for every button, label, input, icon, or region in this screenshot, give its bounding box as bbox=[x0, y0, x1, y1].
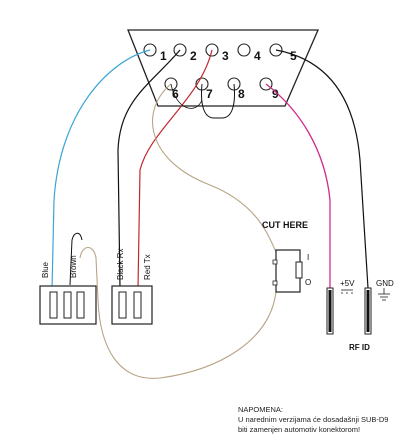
dc-symbol bbox=[341, 289, 353, 294]
pin-6-label: 6 bbox=[172, 87, 179, 101]
pin-4-label: 4 bbox=[254, 49, 261, 63]
left-connector-block bbox=[39, 285, 97, 325]
red-tx-label: Red Tx bbox=[143, 254, 152, 280]
switch bbox=[272, 249, 303, 293]
red-tx-wire bbox=[137, 49, 213, 289]
plus5v-wire bbox=[265, 83, 331, 288]
plus5v-pin bbox=[326, 287, 334, 335]
note-line-1: U narednim verzijama će dosadašnji SUB-D… bbox=[238, 415, 388, 424]
brown-wire bbox=[69, 232, 83, 286]
gnd-pin bbox=[364, 287, 372, 335]
switch-off-label: O bbox=[305, 278, 311, 287]
pin-3-label: 3 bbox=[222, 49, 229, 63]
jumper-6-7 bbox=[170, 83, 203, 109]
gnd-label: GND bbox=[376, 279, 394, 288]
cut-here-label: CUT HERE bbox=[262, 220, 308, 230]
pin-8-label: 8 bbox=[238, 87, 245, 101]
gnd-wire bbox=[275, 49, 369, 289]
rx-tx-connector-block bbox=[111, 285, 153, 325]
brown-label: Brown bbox=[69, 255, 78, 278]
switch-on-label: I bbox=[307, 253, 309, 262]
note-title: NAPOMENA: bbox=[238, 405, 283, 414]
pin-7-label: 7 bbox=[206, 87, 213, 101]
blue-label: Blue bbox=[41, 261, 50, 278]
black-rx-label: Black Rx bbox=[116, 248, 125, 280]
black-rx-wire bbox=[117, 49, 181, 289]
pin-1-label: 1 bbox=[160, 49, 167, 63]
pin-2-label: 2 bbox=[190, 49, 197, 63]
pin-5-label: 5 bbox=[290, 49, 297, 63]
db9-connector bbox=[127, 29, 319, 107]
pin-9-label: 9 bbox=[272, 87, 279, 101]
plus5v-label: +5V bbox=[340, 279, 355, 288]
rf-id-label: RF ID bbox=[349, 343, 370, 352]
tan-loop-wire-bottom bbox=[79, 246, 277, 379]
note-line-2: biti zamenjen automotiv konektorom! bbox=[238, 425, 360, 434]
tan-loop-wire bbox=[152, 83, 277, 253]
ground-icon bbox=[378, 288, 390, 301]
blue-wire bbox=[51, 49, 151, 291]
